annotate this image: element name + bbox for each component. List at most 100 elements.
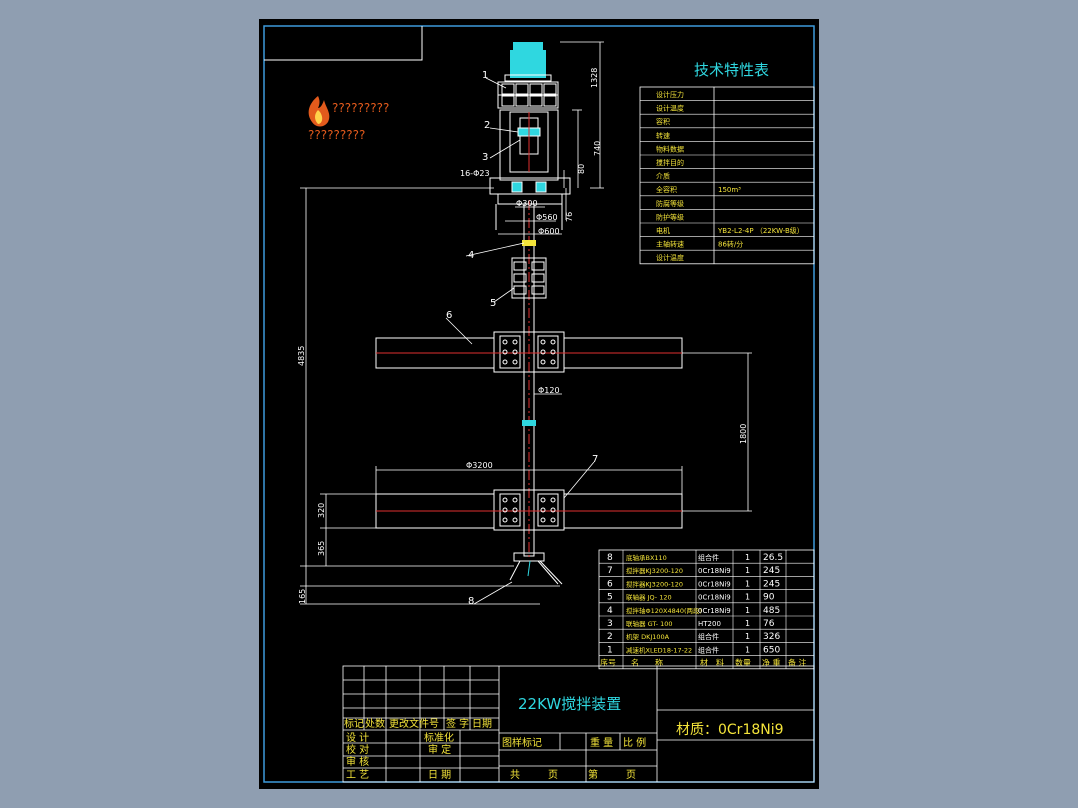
dim-bolts: 16-Φ23 xyxy=(460,169,490,178)
parts-list-cell: 1 xyxy=(745,579,750,588)
dimension-texts: 1328 740 80 76 16-Φ23 Φ300 Φ560 Φ600 483… xyxy=(297,68,748,604)
dim-blade-height: 320 xyxy=(317,503,326,518)
part-leaders xyxy=(445,77,595,605)
parts-list-cell: 1 xyxy=(745,566,750,575)
parts-list-cell: 搅拌轴Φ120X4840(两段) xyxy=(626,606,702,615)
upper-impeller xyxy=(375,331,683,373)
shaft-coupling xyxy=(511,257,547,299)
parts-list-cell: 组合件 xyxy=(698,645,719,654)
parts-list-cell: 6 xyxy=(607,579,613,589)
part-label-4: 4 xyxy=(468,250,474,261)
parts-list-cell: 1 xyxy=(745,645,750,654)
parts-list-cell: 1 xyxy=(745,632,750,641)
parts-list-cell: 1 xyxy=(745,606,750,615)
tb-page2: 页 xyxy=(626,769,636,781)
tech-table-frame xyxy=(639,86,815,265)
parts-list-cell: 1 xyxy=(607,645,613,655)
tb-sample-mark: 图样标记 xyxy=(502,736,542,749)
tech-table-label: 介质 xyxy=(656,172,670,181)
tb-date2: 日 期 xyxy=(428,769,451,781)
tb-scale: 比 例 xyxy=(623,736,646,749)
dim-d560: Φ560 xyxy=(536,213,558,222)
dim-bottom-165: 165 xyxy=(298,589,307,604)
parts-list-cell: 搅拌器KJ3200-120 xyxy=(626,579,683,588)
parts-list-header: 序号 xyxy=(600,658,616,668)
parts-list-cell: 1 xyxy=(745,593,750,602)
parts-list-header: 数量 xyxy=(735,658,751,668)
logo-line-2: ????????? xyxy=(308,128,365,142)
tb-check: 校 对 xyxy=(346,743,369,756)
parts-list-cell: 5 xyxy=(607,593,613,603)
tb-process: 工 艺 xyxy=(346,769,369,781)
parts-list-cell: 8 xyxy=(607,553,613,563)
tech-table-title: 技术特性表 xyxy=(694,61,769,79)
parts-list-cell: 245 xyxy=(763,579,780,589)
parts-list-cell: 组合件 xyxy=(698,632,719,641)
tech-table-value: 86转/分 xyxy=(718,240,743,249)
parts-list-cell: 0Cr18Ni9 xyxy=(698,580,731,588)
dim-total-height: 4835 xyxy=(297,346,306,366)
tech-table-label: 容积 xyxy=(656,117,670,126)
tech-table-label: 转速 xyxy=(656,131,670,140)
parts-list-cell: 245 xyxy=(763,566,780,576)
tb-sheet: 第 xyxy=(588,768,598,781)
tech-table-label: 搅拌目的 xyxy=(656,158,684,167)
drawing-title: 22KW搅拌装置 xyxy=(518,695,621,713)
title-block xyxy=(342,665,815,783)
tb-review: 审 核 xyxy=(346,755,369,768)
dim-d300: Φ300 xyxy=(516,199,538,208)
parts-list-cell: 1 xyxy=(745,619,750,628)
parts-list-header: 材 料 xyxy=(700,658,724,668)
tb-standardize: 标准化 xyxy=(424,731,454,744)
parts-list-cell: 1 xyxy=(745,553,750,562)
part-label-2: 2 xyxy=(484,120,490,131)
tech-table-label: 电机 xyxy=(656,226,670,235)
dim-blade-spacing: 1800 xyxy=(739,424,748,444)
parts-list-cell: 组合件 xyxy=(698,553,719,562)
material-note: 材质：0Cr18Ni9 xyxy=(676,722,784,738)
dimension-lines xyxy=(300,41,752,605)
tech-table-label: 全容积 xyxy=(656,185,677,194)
tb-place: 处数 xyxy=(365,717,385,730)
tb-page: 页 xyxy=(548,769,558,781)
dim-top-height: 1328 xyxy=(590,68,599,88)
dim-80: 80 xyxy=(577,164,586,174)
parts-list-cell: 0Cr18Ni9 xyxy=(698,594,731,602)
parts-list-cell: 0Cr18Ni9 xyxy=(698,607,731,615)
part-label-8: 8 xyxy=(468,596,474,607)
parts-list-cell: 底轴承BX110 xyxy=(626,553,667,562)
motor xyxy=(497,42,559,109)
flame-icon xyxy=(308,96,330,127)
tech-table-value: YB2-L2-4P （22KW-B级） xyxy=(717,226,804,235)
code-box xyxy=(264,26,423,61)
dim-d600: Φ600 xyxy=(538,227,560,236)
tb-total: 共 xyxy=(510,769,520,781)
mounting-frame xyxy=(499,109,559,181)
bottom-bearing xyxy=(509,552,563,585)
tb-change-doc: 更改文件号 xyxy=(389,717,439,730)
dim-bottom-365: 365 xyxy=(317,541,326,556)
tech-table-label: 物料数据 xyxy=(656,144,684,153)
parts-list-cell: 机架 DKJ100A xyxy=(626,632,670,641)
tech-table-value: 150m³ xyxy=(718,186,741,194)
dim-gearbox-height: 740 xyxy=(593,141,602,156)
title-block-texts: 标记 处数 更改文件号 签 字 日期 设 计 校 对 审 核 工 艺 标准化 审… xyxy=(344,717,646,781)
tech-table-label: 主轴转速 xyxy=(656,240,684,249)
parts-list-cell: 2 xyxy=(607,632,613,642)
parts-list-cell: 搅拌器KJ3200-120 xyxy=(626,566,683,575)
part-numbers: 1 2 3 4 5 6 7 8 xyxy=(446,70,598,607)
part-label-6: 6 xyxy=(446,310,452,321)
dim-shaft-dia: Φ120 xyxy=(538,386,560,395)
tb-signature: 签 字 xyxy=(446,717,469,730)
parts-list-header: 名 称 xyxy=(631,658,663,668)
tech-table-label: 设计压力 xyxy=(656,90,684,99)
parts-list-cell: 减速机XLED18-17-22 xyxy=(626,645,692,654)
tb-approve: 审 定 xyxy=(428,743,451,756)
parts-list-cell: 485 xyxy=(763,606,780,616)
parts-list-cell: 26.5 xyxy=(763,553,783,563)
parts-list-cell: 0Cr18Ni9 xyxy=(698,567,731,575)
parts-list-cell: 76 xyxy=(763,619,775,629)
